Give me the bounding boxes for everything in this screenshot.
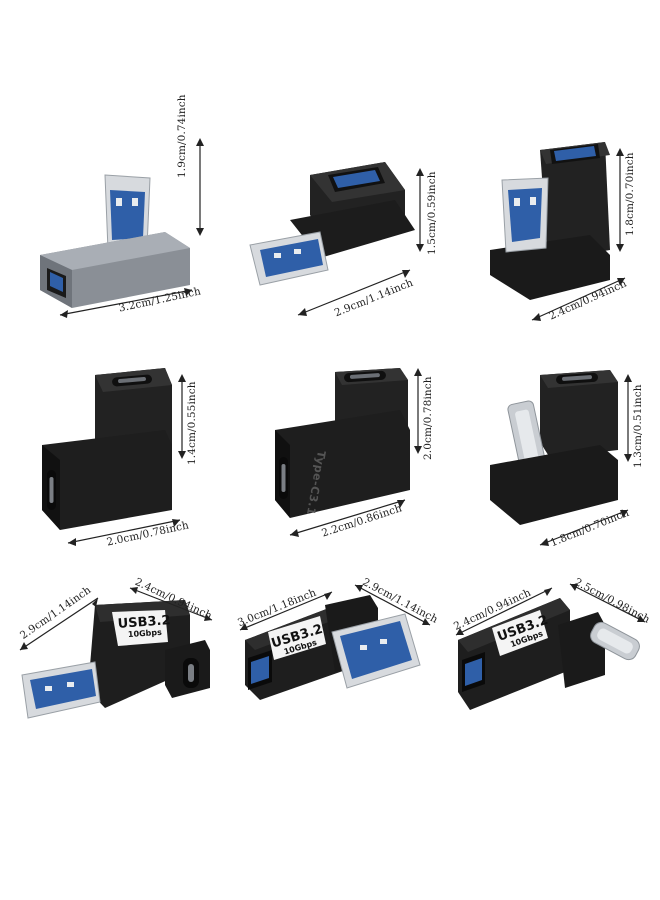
dim-height: 1.5cm/0.59inch (426, 171, 438, 255)
usb-a-silver-adapter-image (40, 138, 204, 318)
dim-height: 2.0cm/0.78inch (422, 376, 434, 460)
product-usb-c-l-shape-2: Type-C3.1 2.0cm/0.78inch 2.2cm/0.86inch (220, 350, 440, 600)
usb-spec-badge: USB3.2 10Gbps (117, 613, 171, 640)
product-usb-a-to-c-side: USB3.2 10Gbps 2.9cm/1.14inch 2.4cm/0.94i… (0, 570, 220, 820)
product-usb-a-to-a-side: USB3.2 10Gbps 3.0cm/1.18inch 2.9cm/1.14i… (220, 570, 440, 820)
usb-c-l-adapter-image (42, 368, 186, 546)
product-usb-c-u-shape: 1.3cm/0.51inch 1.8cm/0.70inch (440, 350, 660, 600)
usb-c-u-adapter-image (490, 370, 632, 546)
product-usb-c-l-shape-1: 1.4cm/0.55inch 2.0cm/0.78inch (0, 350, 220, 600)
dim-height: 1.3cm/0.51inch (632, 384, 644, 468)
dim-height: 1.4cm/0.55inch (186, 381, 198, 465)
usb3-2-a-female-to-c-adapter-image (455, 583, 646, 710)
usb-a-u-shape-adapter-image (490, 142, 626, 321)
product-usb-a-u-shape: 1.8cm/0.70inch 2.4cm/0.94inch (440, 120, 660, 370)
usb-c-l-adapter-image (275, 368, 422, 537)
product-usb-a-up-angle: 1.5cm/0.59inch 2.9cm/1.14inch (220, 120, 440, 370)
dim-height: 1.9cm/0.74inch (176, 94, 188, 178)
usb-a-up-angle-adapter-image (249, 162, 424, 316)
usb3-2-a-to-c-adapter-image (19, 587, 213, 719)
usb3-2-a-to-a-adapter-image (239, 584, 431, 700)
product-usb-a-low-profile: 1.9cm/0.74inch 3.2cm/1.25inch (0, 94, 220, 370)
product-usb-a-female-to-c-side: USB3.2 10Gbps 2.4cm/0.94inch 2.5cm/0.98i… (440, 570, 660, 820)
dim-height: 1.8cm/0.70inch (624, 152, 636, 236)
